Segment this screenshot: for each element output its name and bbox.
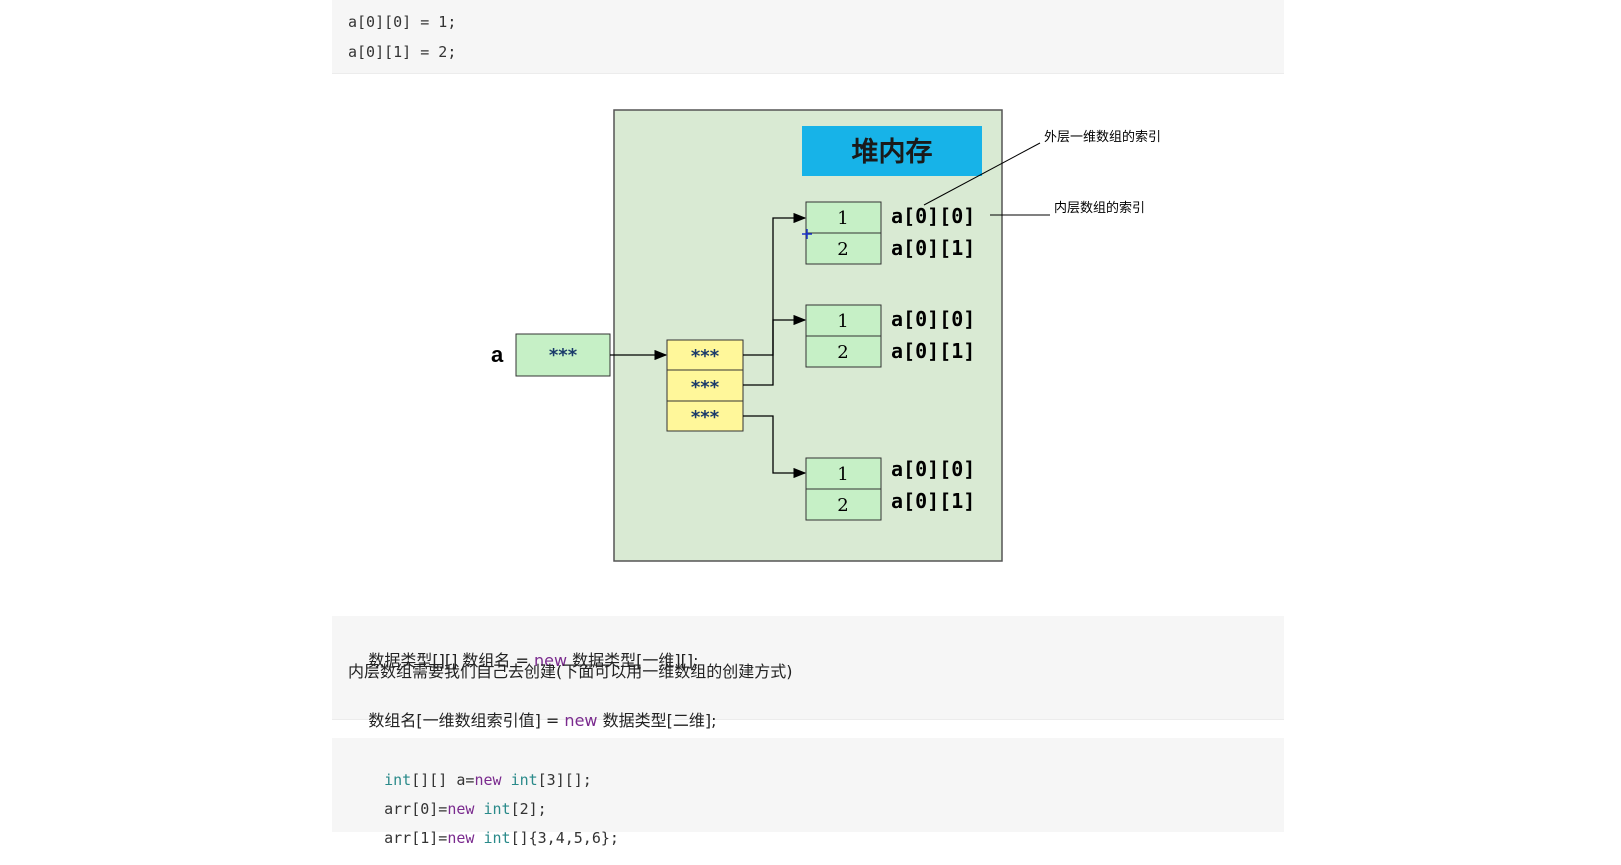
- annotation-line-outer: [923, 142, 1041, 206]
- inner-array-2-cell-1: [805, 488, 882, 521]
- inner-array-0-cell-0: [805, 201, 882, 234]
- syntax-line-1: 数据类型[][] 数组名 = new 数据类型[一维][];: [368, 651, 699, 670]
- inner-cell-value: 2: [837, 342, 848, 363]
- index-label: a[0][0]: [891, 307, 975, 331]
- arrow-outer1-to-inner1: [743, 314, 807, 386]
- inner-array-1-cell-1: [805, 335, 882, 368]
- outer-cell-1: [666, 369, 744, 402]
- index-label: a[0][1]: [891, 236, 975, 260]
- outer-cell-2: [666, 400, 744, 432]
- arrow-outer0-to-inner0: [743, 212, 807, 356]
- heap-title-box: [802, 126, 982, 176]
- syntax-line-2: 内层数组需要我们自己去创建(下面可以用一维数组的创建方式): [348, 662, 793, 681]
- example-line-1: int[][] a=new int[3][];: [384, 771, 592, 789]
- var-cell: [515, 333, 611, 377]
- example-line-3: arr[1]=new int[]{3,4,5,6};: [384, 829, 619, 847]
- annotation-outer-index: 外层一维数组的索引: [1044, 129, 1161, 145]
- outer-cell-text: ***: [691, 407, 720, 428]
- heap-memory-diagram: 堆内存 a *** *** *** *** 1 2 a[0][0] a[0][1…: [491, 109, 1161, 562]
- outer-cell-0: [666, 339, 744, 371]
- outer-cell-text: ***: [691, 377, 720, 398]
- inner-array-0-cell-1: [805, 232, 882, 265]
- outer-cell-text: ***: [691, 346, 720, 367]
- inner-cell-value: 2: [837, 495, 848, 516]
- inner-array-2-cell-0: [805, 457, 882, 490]
- syntax-line-3: 数组名[一维数组索引值] = new 数据类型[二维];: [368, 711, 717, 730]
- cursor-crosshair-icon: [802, 229, 812, 239]
- annotation-inner-index: 内层数组的索引: [1054, 200, 1145, 216]
- index-label: a[0][0]: [891, 457, 975, 481]
- inner-cell-value: 1: [837, 208, 848, 229]
- example-line-2: arr[0]=new int[2];: [384, 800, 547, 818]
- code-line: a[0][1] = 2;: [348, 43, 457, 61]
- code-block-top: a[0][0] = 1; a[0][1] = 2;: [332, 0, 1284, 74]
- inner-cell-value: 2: [837, 239, 848, 260]
- code-block-example: int[][] a=new int[3][]; arr[0]=new int[2…: [332, 738, 1284, 847]
- index-label: a[0][1]: [891, 339, 975, 363]
- arrow-outer2-to-inner2: [743, 415, 807, 479]
- code-block-syntax: 数据类型[][] 数组名 = new 数据类型[一维][]; 内层数组需要我们自…: [332, 616, 1284, 730]
- index-label: a[0][0]: [891, 204, 975, 228]
- inner-cell-value: 1: [837, 464, 848, 485]
- var-label: a: [491, 342, 504, 367]
- index-label: a[0][1]: [891, 489, 975, 513]
- code-line: a[0][0] = 1;: [348, 13, 457, 31]
- heap-title: 堆内存: [852, 137, 933, 168]
- var-cell-text: ***: [549, 345, 578, 366]
- inner-cell-value: 1: [837, 311, 848, 332]
